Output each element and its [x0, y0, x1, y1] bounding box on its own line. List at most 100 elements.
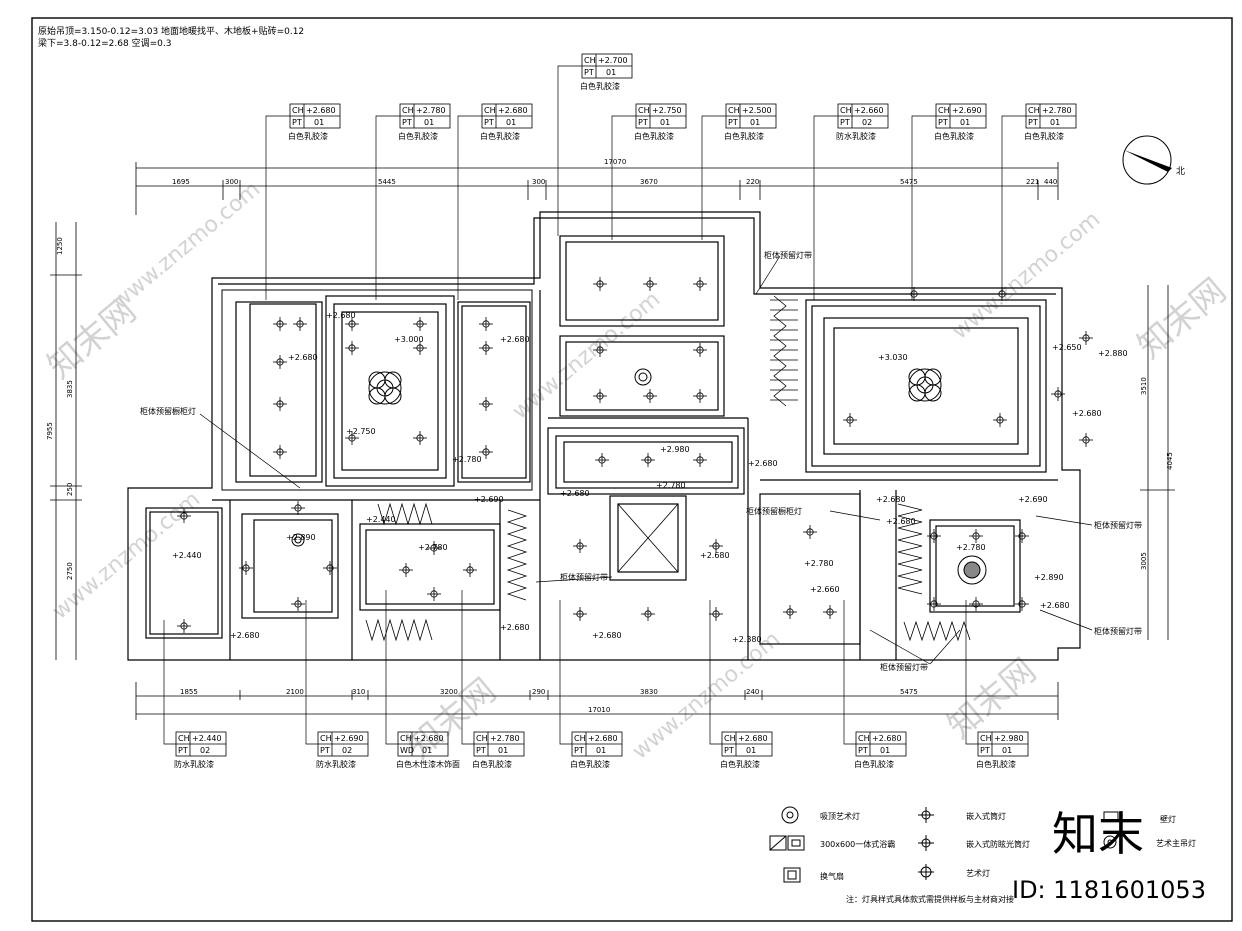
tag-ch-value: +2.690 — [952, 106, 982, 115]
tag-ch-key: CH — [1028, 106, 1040, 115]
tag-pt-value: 01 — [1002, 746, 1012, 755]
callout-cabinet-light: 柜体预留橱柜灯 — [746, 506, 802, 516]
top-dim-seg: 300 — [225, 178, 238, 186]
recessed-downlight-icon — [1079, 331, 1093, 345]
tag-pt-key: PT — [638, 118, 648, 127]
tag-ch-value: +2.750 — [652, 106, 682, 115]
room-height: +3.000 — [394, 335, 424, 344]
room-height: +2.440 — [366, 515, 396, 524]
recessed-downlight-icon — [399, 563, 413, 577]
callout-cabinet-light: 柜体预留橱柜灯 — [140, 406, 196, 416]
watermark-cn: 知末网 — [1130, 271, 1234, 367]
legend-label: 壁灯 — [1160, 814, 1176, 824]
top-dim-total: 17070 — [604, 158, 626, 166]
top-dim-seg: 300 — [532, 178, 545, 186]
header-note-1: 原始吊顶=3.150-0.12=3.03 地面地暖找平、木地板+贴砖=0.12 — [38, 25, 304, 37]
tag-material-label: 白色乳胶漆 — [398, 131, 438, 141]
tag-pt-value: 01 — [422, 746, 432, 755]
recessed-downlight-icon — [177, 619, 191, 633]
bottom-dim-seg: 240 — [746, 688, 759, 696]
watermark: www.znzmo.com www.znzmo.com www.znzmo.co… — [40, 177, 1234, 767]
tag-pt-key: PT — [840, 118, 850, 127]
recessed-downlight-icon — [345, 341, 359, 355]
recessed-downlight-group — [177, 277, 1093, 633]
main-pendant-icon — [908, 368, 942, 402]
drawing-frame — [31, 17, 1233, 922]
room-height: +2.660 — [810, 585, 840, 594]
room-height: +2.680 — [288, 353, 318, 362]
recessed-downlight-icon — [291, 501, 305, 515]
room-height: +2.750 — [346, 427, 376, 436]
recessed-downlight-icon — [1015, 529, 1029, 543]
tag-ch-key: CH — [840, 106, 852, 115]
tag-ch-key: CH — [178, 734, 190, 743]
recessed-downlight-icon — [641, 453, 655, 467]
recessed-downlight-icon — [693, 277, 707, 291]
tag-ch-key: CH — [724, 734, 736, 743]
room-height: +2.380 — [732, 635, 762, 644]
room-height: +2.680 — [886, 517, 916, 526]
tag-material-label: 白色乳胶漆 — [1024, 131, 1064, 141]
right-dim: 4045 — [1166, 452, 1174, 470]
recessed-downlight-icon — [843, 413, 857, 427]
elevator-shaft — [617, 503, 679, 573]
room-height: +2.780 — [656, 481, 686, 490]
left-dim: 2750 — [66, 562, 74, 580]
tag-ch-key: CH — [292, 106, 304, 115]
legend-note: 注：灯具样式具体款式需提供样板与主材商对接 — [846, 894, 1014, 904]
legend-label: 嵌入式防眩光筒灯 — [966, 839, 1030, 849]
recessed-downlight-icon — [595, 453, 609, 467]
callout-cabinet-strip: 柜体预留灯带 — [764, 250, 812, 260]
room-height: +2.680 — [748, 459, 778, 468]
recessed-anti-glare-icon — [918, 835, 934, 851]
tag-ch-key: CH — [402, 106, 414, 115]
watermark-site: www.znzmo.com — [508, 287, 665, 425]
tag-pt-key: PT — [178, 746, 188, 755]
recessed-downlight-icon — [291, 597, 305, 611]
watermark-brand: 知末 — [1052, 807, 1144, 861]
recessed-downlight-icon — [1015, 597, 1029, 611]
floor-plan-walls — [127, 211, 1081, 661]
recessed-downlight-icon — [273, 397, 287, 411]
tag-ch-value: +2.780 — [416, 106, 446, 115]
bottom-dim-seg: 3200 — [440, 688, 458, 696]
recessed-downlight-icon — [413, 341, 427, 355]
tag-pt-value: 01 — [424, 118, 434, 127]
room-height: +2.680 — [230, 631, 260, 640]
recessed-downlight-icon — [1051, 387, 1065, 401]
callout-cabinet-strip: 柜体预留灯带 — [880, 662, 928, 672]
tag-ch-key: CH — [728, 106, 740, 115]
tag-ch-key: CH — [476, 734, 488, 743]
art-lamp-icon — [957, 555, 987, 585]
recessed-downlight-icon — [593, 277, 607, 291]
top-dim-seg: 3670 — [640, 178, 658, 186]
tag-material-label: 白色乳胶漆 — [720, 759, 760, 769]
tag-pt-key: PT — [402, 118, 412, 127]
recessed-downlight-icon — [643, 277, 657, 291]
recessed-downlight-icon — [593, 389, 607, 403]
recessed-downlight-icon — [969, 597, 983, 611]
tag-material-label: 白色乳胶漆 — [976, 759, 1016, 769]
callout-leaders — [199, 255, 1093, 665]
recessed-downlight-icon — [273, 317, 287, 331]
room-height: +2.680 — [876, 495, 906, 504]
bottom-dim-seg: 5475 — [900, 688, 918, 696]
room-height: +2.680 — [592, 631, 622, 640]
tag-pt-key: PT — [728, 118, 738, 127]
room-height: +2.680 — [700, 551, 730, 560]
tag-material-label: 白色乳胶漆 — [480, 131, 520, 141]
room-height: +2.680 — [1072, 409, 1102, 418]
tag-pt-value: 01 — [660, 118, 670, 127]
recessed-downlight-icon — [693, 343, 707, 357]
right-dim: 3510 — [1140, 377, 1148, 395]
tag-ch-key: CH — [638, 106, 650, 115]
